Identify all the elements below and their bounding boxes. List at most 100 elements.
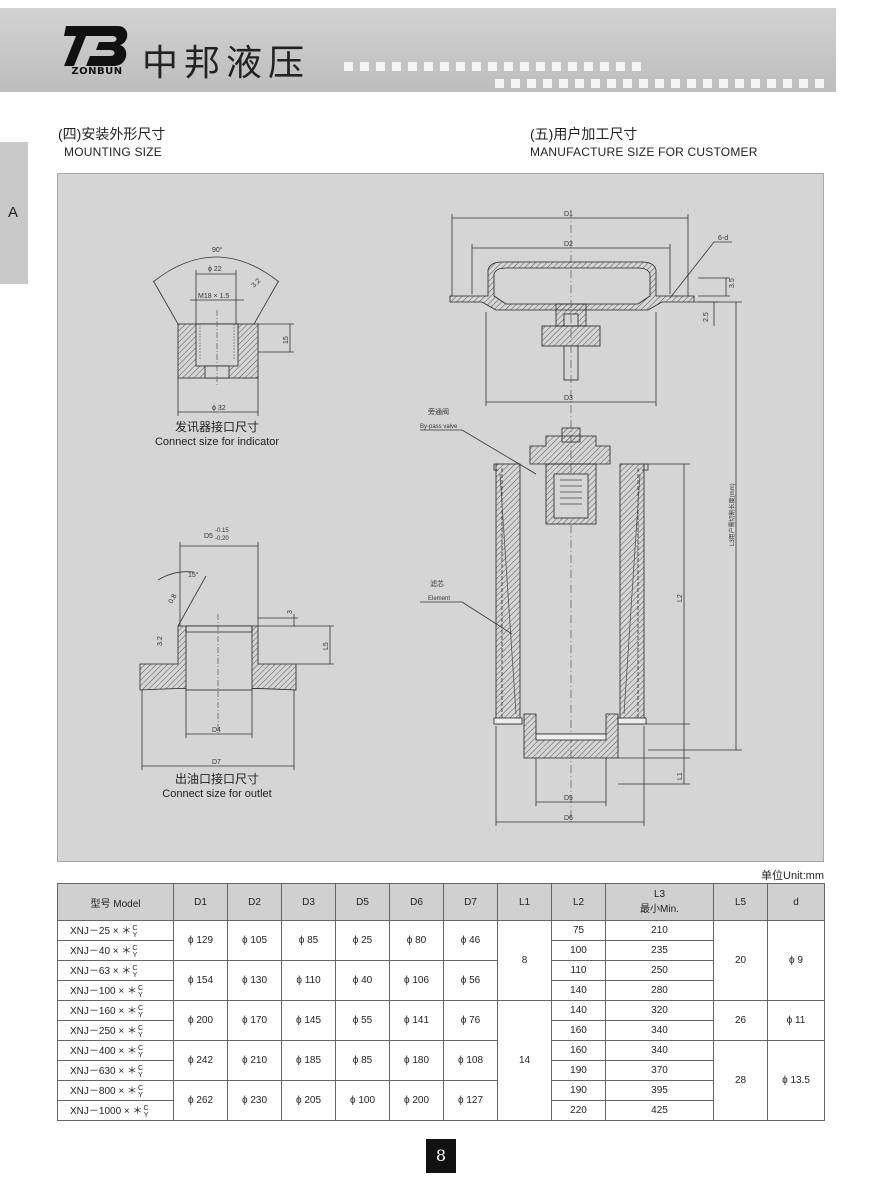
suffix-bottom: Y — [138, 1011, 143, 1019]
cell-d7: ϕ 127 — [443, 1080, 498, 1121]
suffix-bottom: Y — [138, 1071, 143, 1079]
dim-indicator-d32: ϕ 32 — [212, 405, 226, 412]
cell-d1: ϕ 129 — [173, 920, 228, 961]
cell-l3: 370 — [605, 1060, 714, 1081]
dim-customer-h25: 2.5 — [703, 312, 710, 322]
cell-d2: ϕ 170 — [227, 1000, 282, 1041]
logo-text: ZONBUN — [71, 66, 123, 77]
cell-d3: ϕ 110 — [281, 960, 336, 1001]
section-mounting-size: (四)安装外形尺寸 MOUNTING SIZE — [58, 125, 165, 161]
suffix-top: C — [132, 944, 138, 952]
cell-d3: ϕ 205 — [281, 1080, 336, 1121]
label-bypass-cn: 旁通阀 — [428, 407, 449, 416]
caption-outlet: 出油口接口尺寸 Connect size for outlet — [142, 772, 292, 802]
section-manufacture-en: MANUFACTURE SIZE FOR CUSTOMER — [530, 145, 758, 159]
model-name: XNJ－25 × ＊ — [70, 926, 132, 938]
model-name: XNJ－100 × ＊ — [70, 986, 137, 998]
cell-d: ϕ 9 — [767, 920, 825, 1001]
cell-d7: ϕ 46 — [443, 920, 498, 961]
spec-table: 型号 Model D1 D2 D3 D5 D6 D7 L1 L2 L3 最小Mi… — [57, 883, 825, 1121]
suffix-top: C — [143, 1104, 149, 1112]
cell-d3: ϕ 145 — [281, 1000, 336, 1041]
dim-customer-hole: 6-d — [718, 235, 728, 242]
suffix-bottom: Y — [138, 1031, 143, 1039]
suffix-top: C — [137, 1044, 144, 1052]
section-manufacture-size: (五)用户加工尺寸 MANUFACTURE SIZE FOR CUSTOMER — [530, 125, 758, 161]
dim-outlet-r08: 0.8 — [168, 593, 179, 605]
caption-indicator-cn: 发讯器接口尺寸 — [174, 420, 259, 434]
page-number: 8 — [426, 1139, 456, 1173]
model-name: XNJ－250 × ＊ — [70, 1026, 137, 1038]
cell-l3: 210 — [605, 920, 714, 941]
cell-d: ϕ 13.5 — [767, 1040, 825, 1121]
brand-name: 中邦液压 — [142, 43, 311, 84]
suffix-bottom: Y — [138, 1091, 143, 1099]
dim-customer-d5: D5 — [564, 795, 573, 802]
table-header-row: 型号 Model D1 D2 D3 D5 D6 D7 L1 L2 L3 最小Mi… — [57, 883, 825, 921]
suffix-top: C — [132, 924, 138, 932]
cell-d5: ϕ 25 — [335, 920, 390, 961]
cell-d5: ϕ 85 — [335, 1040, 390, 1081]
dim-outlet-r32: 3.2 — [157, 636, 164, 646]
cell-l2: 140 — [551, 980, 606, 1001]
model-name: XNJ－1000 × ＊ — [70, 1106, 143, 1118]
caption-outlet-cn: 出油口接口尺寸 — [174, 772, 259, 786]
dim-customer-l3: L3用户需切割长度(mm) — [728, 483, 736, 546]
dim-outlet-d7: D7 — [212, 759, 221, 766]
cell-d7: ϕ 76 — [443, 1000, 498, 1041]
header-l2: L2 — [551, 883, 606, 921]
dim-outlet-tol-bot: -0.20 — [215, 536, 229, 542]
customer-drawing: D1 D2 6-d 3.5 2.5 D3 — [420, 210, 742, 826]
header-l3: L3 最小Min. — [605, 883, 714, 921]
cell-l3: 425 — [605, 1100, 714, 1121]
cell-d2: ϕ 130 — [227, 960, 282, 1001]
dim-customer-l2: L2 — [677, 594, 684, 602]
dim-outlet-d4: D4 — [212, 727, 221, 734]
header-d1: D1 — [173, 883, 228, 921]
dim-outlet-h3: 3 — [287, 610, 294, 614]
header-d: d — [767, 883, 825, 921]
cell-d7: ϕ 56 — [443, 960, 498, 1001]
page-header: ZONBUN 中邦液压 — [0, 8, 836, 92]
dim-indicator-d22: ϕ 22 — [208, 266, 222, 273]
cell-l3: 320 — [605, 1000, 714, 1021]
dim-outlet-d5: D5 — [204, 533, 213, 540]
header-d5: D5 — [335, 883, 390, 921]
dim-indicator-h15: 15 — [283, 336, 290, 344]
suffix-top: C — [137, 1004, 144, 1012]
section-mounting-en: MOUNTING SIZE — [64, 145, 162, 159]
suffix-top: C — [137, 1024, 144, 1032]
cell-d3: ϕ 185 — [281, 1040, 336, 1081]
model-name: XNJ－400 × ＊ — [70, 1046, 137, 1058]
dim-outlet-angle: 15° — [188, 571, 199, 579]
header-l1: L1 — [497, 883, 552, 921]
cell-l5: 20 — [713, 920, 768, 1001]
dim-indicator-angle: 90° — [212, 246, 223, 254]
cell-d1: ϕ 154 — [173, 960, 228, 1001]
caption-indicator: 发讯器接口尺寸 Connect size for indicator — [142, 420, 292, 450]
header-dots-top — [344, 58, 648, 76]
model-name: XNJ－630 × ＊ — [70, 1066, 137, 1078]
suffix-bottom: Y — [143, 1111, 149, 1119]
suffix-top: C — [132, 964, 138, 972]
cell-l3: 280 — [605, 980, 714, 1001]
header-d7: D7 — [443, 883, 498, 921]
suffix-bottom: Y — [138, 1051, 143, 1059]
dim-customer-d3: D3 — [564, 395, 573, 402]
cell-d: ϕ 11 — [767, 1000, 825, 1041]
cell-l2: 110 — [551, 960, 606, 981]
suffix-bottom: Y — [132, 971, 138, 979]
unit-label: 单位Unit:mm — [761, 870, 824, 882]
cell-d6: ϕ 180 — [389, 1040, 444, 1081]
